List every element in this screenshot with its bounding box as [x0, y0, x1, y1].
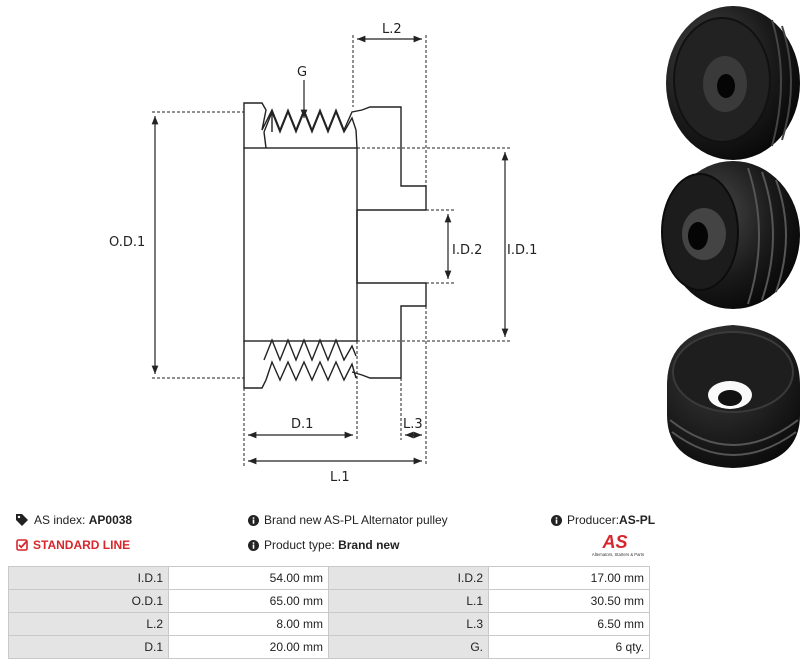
pulley-photo-back	[667, 325, 800, 468]
spec-value: 8.00 mm	[168, 612, 329, 636]
description: Brand new AS-PL Alternator pulley	[248, 512, 448, 528]
spec-label: D.1	[8, 635, 169, 659]
spec-value: 6.50 mm	[488, 612, 650, 636]
standard-line: STANDARD LINE	[16, 537, 130, 553]
table-row: O.D.1 65.00 mm L.1 30.50 mm	[8, 589, 650, 613]
pulley-photo-front	[666, 6, 800, 160]
producer-value: AS-PL	[619, 513, 656, 527]
dimension-arrows	[151, 35, 509, 465]
spec-value: 65.00 mm	[168, 589, 329, 613]
label-g: G	[297, 65, 307, 80]
table-row: L.2 8.00 mm L.3 6.50 mm	[8, 612, 650, 636]
label-l3: L.3	[403, 417, 423, 432]
spec-value: 6 qty.	[488, 635, 650, 659]
as-pl-logo: AS Alternators, Starters & Parts	[592, 532, 644, 557]
producer-label: Producer:	[567, 513, 620, 527]
spec-value: 54.00 mm	[168, 566, 329, 590]
as-index-label: AS index:	[34, 513, 86, 527]
spec-value: 30.50 mm	[488, 589, 650, 613]
spec-label: L.3	[328, 612, 489, 636]
tags-icon	[16, 514, 28, 526]
pulley-photo-angled	[661, 161, 800, 309]
label-id1: I.D.1	[507, 243, 537, 258]
spec-label: I.D.2	[328, 566, 489, 590]
spec-label: I.D.1	[8, 566, 169, 590]
label-l2: L.2	[382, 22, 402, 37]
label-d1: D.1	[291, 417, 313, 432]
label-od1: O.D.1	[109, 235, 145, 250]
table-row: D.1 20.00 mm G. 6 qty.	[8, 635, 650, 659]
svg-text:Alternators, Starters & Parts: Alternators, Starters & Parts	[592, 552, 644, 557]
label-id2: I.D.2	[452, 243, 482, 258]
pulley-outline	[243, 102, 427, 389]
standard-line-text: STANDARD LINE	[33, 538, 131, 552]
as-index-value: AP0038	[88, 513, 133, 527]
spec-label: G.	[328, 635, 489, 659]
producer: Producer:AS-PL	[551, 512, 655, 528]
table-row: I.D.1 54.00 mm I.D.2 17.00 mm	[8, 566, 650, 590]
product-type: Product type: Brand new	[248, 537, 399, 553]
label-l1: L.1	[330, 470, 350, 485]
spec-value: 17.00 mm	[488, 566, 650, 590]
svg-text:AS: AS	[601, 532, 627, 552]
product-type-value: Brand new	[338, 538, 400, 552]
info-icon	[248, 540, 259, 551]
spec-label: O.D.1	[8, 589, 169, 613]
info-icon	[248, 515, 259, 526]
spec-label: L.2	[8, 612, 169, 636]
description-text: Brand new AS-PL Alternator pulley	[264, 513, 448, 527]
spec-label: L.1	[328, 589, 489, 613]
specs-table: I.D.1 54.00 mm I.D.2 17.00 mm O.D.1 65.0…	[8, 566, 650, 659]
info-icon	[551, 515, 562, 526]
as-index: AS index: AP0038	[16, 512, 132, 528]
spec-value: 20.00 mm	[168, 635, 329, 659]
product-type-label: Product type:	[264, 538, 335, 552]
check-square-icon	[16, 539, 28, 551]
pulley-technical-drawing: L.2 G O.D.1 I.D.2 I.D.1 D.1 L.3 L.1	[109, 6, 800, 485]
reference-lines	[152, 35, 510, 466]
